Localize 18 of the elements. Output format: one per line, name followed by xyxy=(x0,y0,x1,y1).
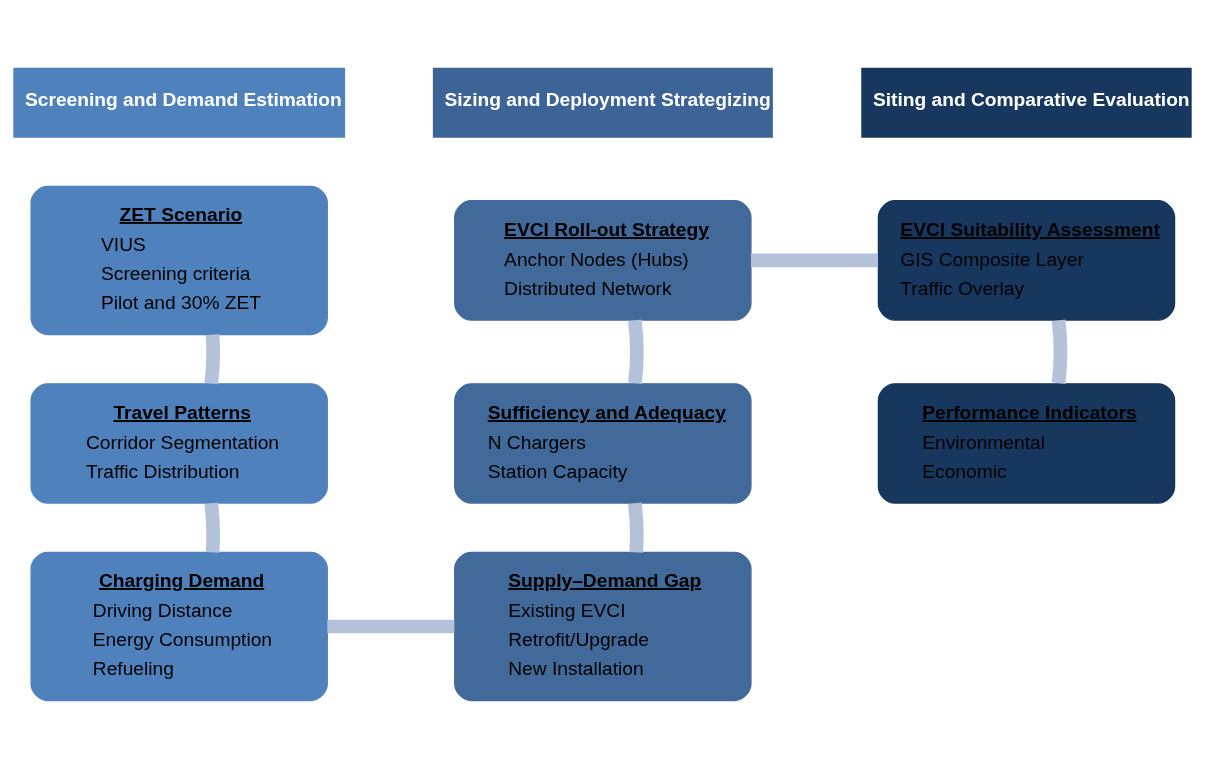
node-box: Screening and Demand Estimation xyxy=(13,67,346,138)
node-box: Siting and Comparative Evaluation xyxy=(861,67,1192,138)
connector xyxy=(750,253,878,268)
node-box: EVCI Roll-out Strategy Anchor Nodes (Hubs) Distributed Network xyxy=(454,200,752,321)
node-box: Performance Indicators Environmental Economic xyxy=(877,383,1176,504)
node-box: Supply–Demand Gap Existing EVCI Retrofit/Upgrade New Installation xyxy=(454,551,752,702)
node-box: ZET Scenario VIUS Screening criteria Pilot and 30% ZET xyxy=(30,185,328,336)
connector xyxy=(628,502,644,553)
node-box: Sizing and Deployment Strategizing xyxy=(432,67,773,138)
node-box: Charging Demand Driving Distance Energy Consumption Refueling xyxy=(30,551,328,702)
node-box: EVCI Suitability Assessment GIS Composite Layer Traffic Overlay xyxy=(877,200,1176,321)
node-box: Sufficiency and Adequacy N Chargers Station Capacity xyxy=(454,383,752,504)
node-box: Travel Patterns Corridor Segmentation Traffic Distribution xyxy=(30,383,328,504)
connector xyxy=(327,619,455,634)
connector xyxy=(204,502,220,553)
connector xyxy=(628,319,644,384)
connector xyxy=(204,334,220,385)
connector xyxy=(1051,319,1068,384)
